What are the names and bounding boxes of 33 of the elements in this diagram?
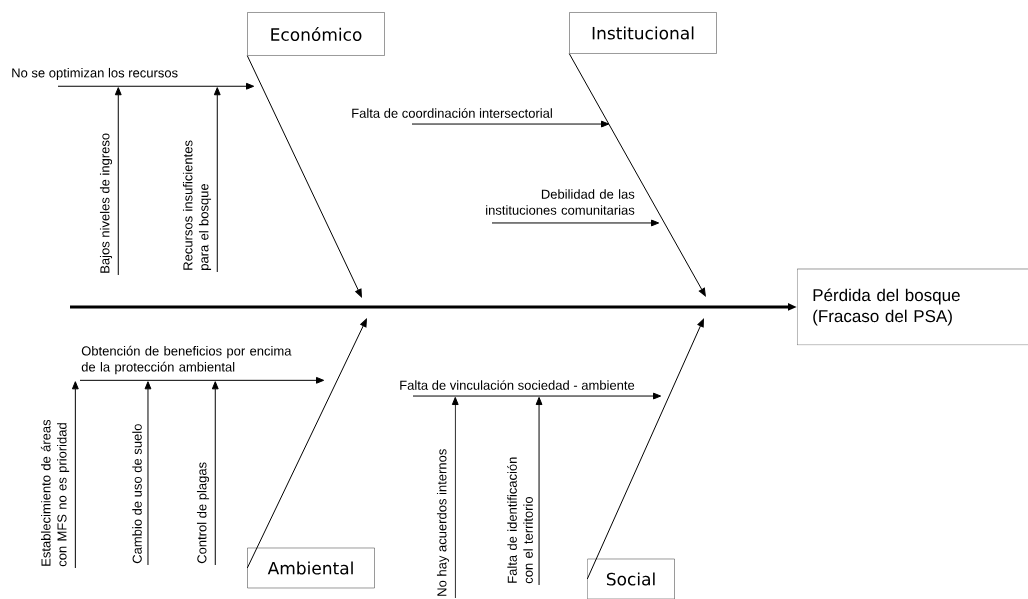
arrow bbox=[491, 219, 660, 227]
cause-text: Falta de vinculación sociedad - ambiente bbox=[400, 380, 635, 390]
cause-text: Falta de identificación con el territorio bbox=[507, 457, 533, 584]
arrow bbox=[568, 53, 706, 297]
arrow bbox=[586, 318, 704, 580]
cause-text: Obtención de beneficios por encima de la protección ambiental bbox=[81, 345, 292, 375]
arrow bbox=[246, 318, 367, 569]
arrow bbox=[451, 396, 459, 599]
arrow bbox=[114, 87, 122, 276]
cause-text: Control de plagas bbox=[196, 462, 210, 564]
effect-box: Pérdida del bosque (Fracaso del PSA) bbox=[797, 268, 1028, 346]
arrow bbox=[71, 381, 79, 569]
cause-text: Cambio de uso de suelo bbox=[132, 424, 142, 564]
cause-text: Establecimiento de áreas con MFS no es prioridad bbox=[40, 419, 70, 567]
arrow bbox=[535, 396, 543, 586]
category-box: Económico bbox=[247, 12, 385, 56]
cause-text: Recursos insuficientes para el bosque bbox=[182, 140, 212, 270]
cause-text: No hay acuerdos internos bbox=[436, 449, 450, 596]
arrow bbox=[213, 87, 221, 273]
arrow bbox=[211, 381, 219, 566]
cause-text: Debilidad de las instituciones comunitarias bbox=[486, 189, 635, 215]
arrow bbox=[144, 381, 152, 566]
cause-text: Falta de coordinación intersectorial bbox=[352, 108, 552, 118]
arrow bbox=[412, 392, 662, 400]
category-box: Ambiental bbox=[247, 547, 375, 589]
category-box: Social bbox=[587, 558, 675, 599]
arrow bbox=[79, 376, 325, 384]
arrow bbox=[411, 120, 610, 128]
arrow bbox=[246, 55, 362, 298]
cause-text: Bajos niveles de ingreso bbox=[99, 133, 113, 273]
cause-text: No se optimizan los recursos bbox=[12, 67, 178, 81]
category-box: Institucional bbox=[569, 12, 717, 54]
arrow bbox=[57, 82, 255, 90]
